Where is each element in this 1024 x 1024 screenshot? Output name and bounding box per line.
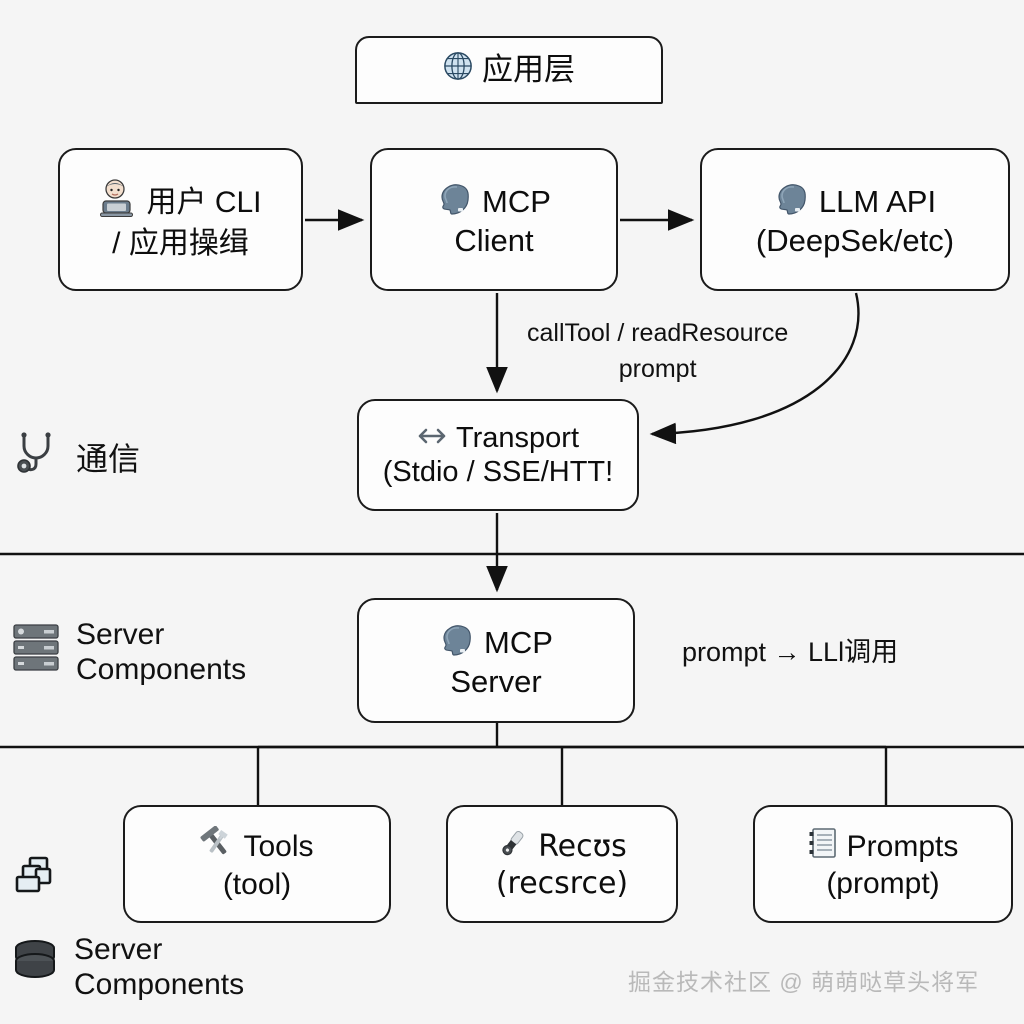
pen-icon [497, 827, 529, 867]
node-mcp-client-label-line1: MCP [482, 183, 551, 219]
server-rack-icon [12, 622, 60, 682]
layers-stack-icon [14, 856, 60, 905]
head-silhouette-icon [774, 180, 810, 224]
lane-label-server-components-bottom-line2: Components [74, 968, 245, 1002]
node-transport[interactable]: Transport (Stdio / SSE/HTT! [357, 399, 639, 511]
node-llm-api-label-line2: (DeepSek/etc) [755, 223, 955, 258]
watermark: 掘金技术社区 @ 萌萌哒草头将军 [628, 969, 980, 995]
lane-label-communication: 通信 [12, 430, 140, 488]
database-icon [12, 939, 58, 995]
node-resources-label-line2: (recsrce) [495, 866, 629, 901]
node-transport-label-line2: (Stdio / SSE/HTT! [382, 456, 614, 488]
node-mcp-client[interactable]: MCP Client [370, 148, 618, 291]
clipboard-list-icon [808, 827, 838, 867]
node-llm-api[interactable]: LLM API (DeepSek/etc) [700, 148, 1010, 291]
node-user-cli-label-line2: / 应用操缉 [112, 226, 249, 260]
lane-label-server-components-top: Server Components [12, 617, 246, 687]
node-resources-label-line1: Recʊs [538, 829, 627, 865]
lane-label-communication-text: 通信 [76, 440, 141, 477]
node-mcp-server-label-line2: Server [450, 664, 542, 699]
node-user-cli-label-line1: 用户 CLI [146, 185, 262, 219]
edge-label-calltool-line2: prompt [618, 354, 697, 383]
head-silhouette-icon [437, 180, 473, 224]
left-right-arrow-icon [417, 422, 447, 454]
stethoscope-icon [12, 430, 60, 488]
lane-label-server-components-bottom: Server Components [12, 932, 244, 1002]
edge-label-calltool-line1: callTool / readResource [527, 319, 789, 347]
head-silhouette-icon [439, 621, 475, 665]
lane-label-server-components-bottom-line1: Server [74, 933, 163, 966]
node-tools[interactable]: Tools (tool) [123, 805, 391, 923]
node-transport-label-line1: Transport [455, 421, 580, 454]
node-resources[interactable]: Recʊs (recsrce) [446, 805, 678, 923]
node-prompts-label-line1: Prompts [846, 830, 959, 864]
lane-label-server-components-top-line1: Server [76, 618, 165, 651]
hammer-wrench-icon [200, 826, 234, 868]
edge-label-calltool: callTool / readResource prompt [527, 316, 788, 387]
node-mcp-server[interactable]: MCP Server [357, 598, 635, 723]
node-llm-api-label-line1: LLM API [818, 183, 937, 219]
node-tools-label-line2: (tool) [222, 868, 292, 901]
node-prompts[interactable]: Prompts (prompt) [753, 805, 1013, 923]
node-prompts-label-line2: (prompt) [826, 867, 940, 900]
node-mcp-client-label-line2: Client [454, 223, 534, 258]
edge-label-prompt-llm: prompt → LLl调用 [682, 637, 899, 667]
node-mcp-server-label-line1: MCP [484, 624, 553, 660]
lane-label-server-components-top-line2: Components [76, 653, 247, 687]
globe-icon [443, 51, 473, 89]
layers-stack-icon-wrap [14, 855, 60, 906]
node-tools-label-line1: Tools [243, 830, 314, 864]
person-computer-icon [99, 179, 137, 227]
node-app-layer[interactable]: 应用层 [355, 36, 663, 104]
node-app-layer-label: 应用层 [482, 51, 575, 87]
node-user-cli[interactable]: 用户 CLI / 应用操缉 [58, 148, 303, 291]
